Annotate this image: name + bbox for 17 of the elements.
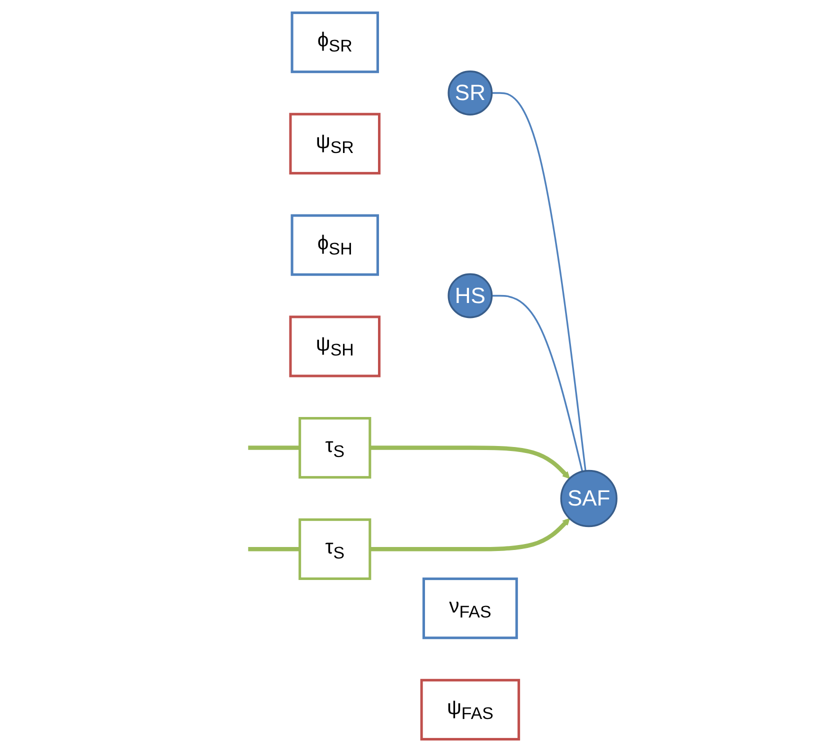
node-circle: HS (448, 273, 493, 318)
connector (492, 92, 586, 472)
node-box: ϕ$_{SH}$ (290, 214, 379, 276)
node-box: ϕ$_{SR}$ (290, 12, 379, 74)
node-box: ν$_{FAS}$ (422, 578, 518, 640)
node-box: τ$_{S}$ (298, 518, 372, 580)
node-box: ψ$_{SH}$ (289, 316, 381, 378)
arrow (370, 518, 570, 552)
arrow (370, 446, 570, 479)
connector (248, 547, 300, 552)
connector (248, 446, 300, 450)
connector (492, 294, 584, 472)
node-circle: SAF (560, 470, 618, 528)
node-box: ψ$_{FAS}$ (420, 678, 520, 740)
node-circle: SR (448, 70, 493, 116)
node-box: τ$_{S}$ (298, 417, 372, 479)
node-box: ψ$_{SR}$ (289, 112, 381, 174)
